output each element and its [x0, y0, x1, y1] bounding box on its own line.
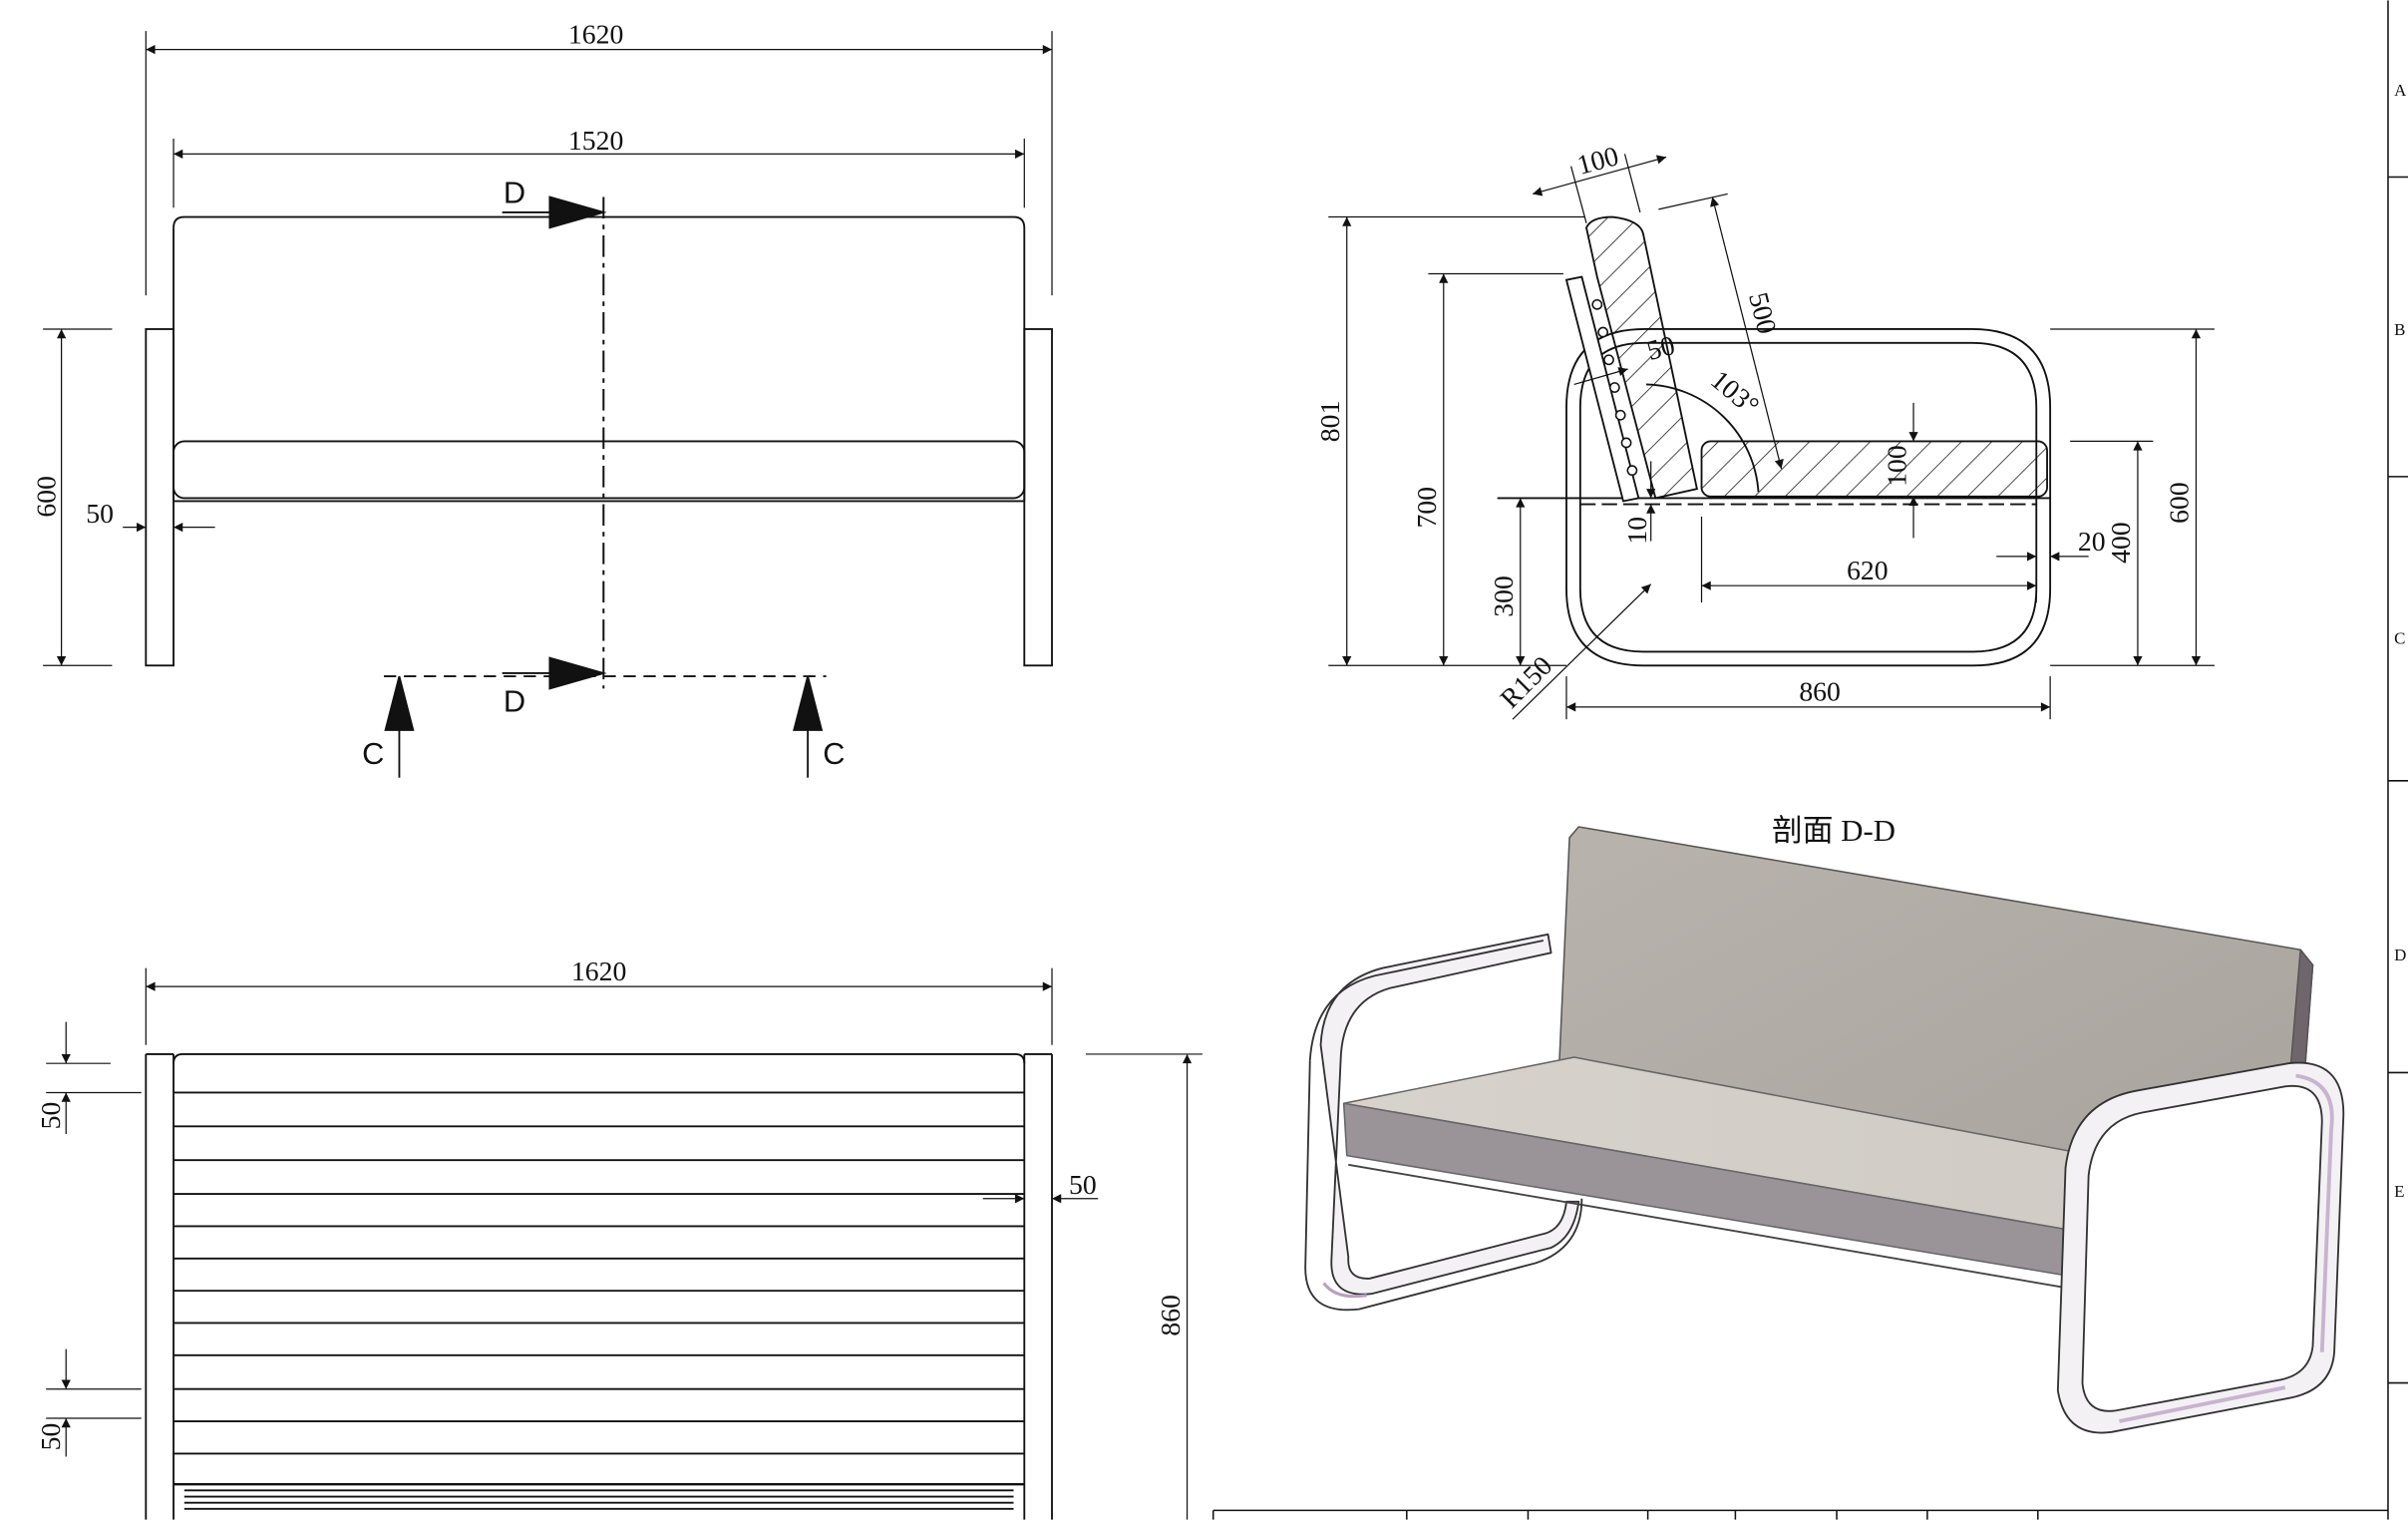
adjust-hole	[1626, 465, 1638, 477]
zone-label: C	[2394, 629, 2405, 648]
slat-lines	[173, 1091, 1025, 1422]
sheet-border	[1211, 0, 2408, 1520]
back-adjust-holes	[1591, 298, 1638, 477]
section-arrows	[384, 195, 824, 778]
section-label-c-left: C	[362, 736, 384, 771]
dim-seat-height: 300	[1488, 575, 1519, 617]
dim-arm-width: 50	[1069, 1169, 1097, 1200]
adjust-hole	[1608, 382, 1620, 393]
dim-frame-bottom: 50	[35, 1423, 66, 1451]
dim-overall-height: 801	[1314, 401, 1345, 443]
dim-depth: 860	[1155, 1295, 1186, 1336]
section-dimensions	[1328, 154, 2215, 720]
dim-height: 600	[30, 476, 61, 518]
adjust-hole	[1597, 326, 1609, 338]
front-view-labels: 1620 1520 600 50 D D C C	[30, 19, 845, 771]
top-view-labels: 1620 50 50 50 860	[35, 955, 1186, 1450]
section-view	[1497, 215, 2052, 667]
section-title: 剖面 D-D	[1772, 814, 1895, 848]
zone-label: B	[2394, 320, 2405, 339]
zone-label: A	[2394, 81, 2407, 100]
dim-leg-width: 50	[86, 498, 114, 529]
dim-seat-thickness: 100	[1881, 445, 1911, 487]
dim-overall-width: 1620	[568, 19, 623, 50]
adjust-hole	[1614, 409, 1626, 421]
section-label-d-bottom: D	[504, 683, 525, 718]
front-view-dimensions	[43, 31, 1053, 689]
adjust-hole	[1603, 354, 1614, 366]
dim-corner-radius: R150	[1494, 649, 1557, 713]
dim-section-depth: 860	[1799, 676, 1841, 707]
front-view	[145, 215, 1053, 667]
dim-back-thickness: 100	[1573, 140, 1621, 181]
dim-arm-height: 600	[2164, 482, 2195, 524]
adjust-hole	[1620, 437, 1632, 449]
dim-inner-width: 1520	[568, 125, 623, 156]
dim-back-height: 700	[1411, 487, 1442, 529]
dim-top-overall-width: 1620	[571, 955, 626, 986]
section-label-c-right: C	[823, 736, 845, 771]
zone-labels: A B C D E	[2394, 81, 2407, 1201]
dim-seat-top: 400	[2105, 522, 2136, 564]
dim-seat-length: 620	[1847, 555, 1889, 585]
dim-arm-offset: 20	[2078, 526, 2106, 557]
section-label-d-top: D	[504, 176, 525, 210]
zone-label: E	[2394, 1182, 2404, 1201]
dim-frame-top: 50	[35, 1102, 66, 1130]
top-view	[145, 1053, 1053, 1520]
adjust-hole	[1591, 298, 1603, 310]
zone-label: D	[2394, 946, 2406, 964]
dim-gap: 10	[1621, 517, 1652, 545]
top-view-dimensions	[46, 967, 1203, 1520]
isometric-render	[1304, 826, 2345, 1434]
